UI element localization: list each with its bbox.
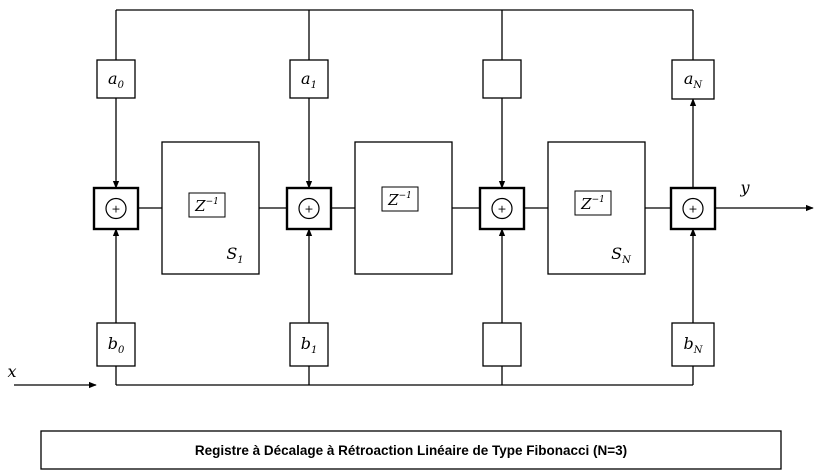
register-1: Z−1 S1 <box>161 141 260 275</box>
delay-exponent: −1 <box>592 195 605 205</box>
xor-circle-icon <box>491 197 513 220</box>
register-N: Z−1 SN <box>547 141 646 275</box>
svg-text:a0: a0 <box>108 69 125 91</box>
delay-base: Z <box>580 195 592 213</box>
xor-circle-icon <box>105 197 127 220</box>
svg-text:SN: SN <box>611 244 632 266</box>
adder-1-symbol: + <box>304 203 313 216</box>
wires <box>14 9 814 389</box>
adder-N: + <box>669 186 717 231</box>
coef-bN-sub: N <box>693 345 704 356</box>
delay-label-box <box>188 192 226 218</box>
coef-aN-base: a <box>684 69 694 88</box>
register-N-label-base: S <box>611 244 622 263</box>
svg-text:S1: S1 <box>226 244 243 266</box>
output-label: y <box>739 178 750 197</box>
coef-b0-sub: 0 <box>118 345 125 356</box>
input-label: x <box>7 362 16 381</box>
coef-b1-sub: 1 <box>311 345 317 356</box>
delay-base: Z <box>387 191 399 209</box>
coef-box-b2-empty <box>482 322 522 367</box>
register-N-label-sub: N <box>621 255 632 266</box>
coef-bN-base: b <box>684 334 694 353</box>
adder-2-symbol: + <box>497 203 506 216</box>
delay-exponent: −1 <box>399 191 412 201</box>
adder-N-symbol: + <box>688 203 697 216</box>
registers: Z−1 S1 Z−1 Z−1 SN <box>161 141 646 275</box>
svg-text:bN: bN <box>684 334 704 356</box>
adders: + + + + <box>92 186 717 231</box>
svg-text:Z−1: Z−1 <box>387 191 412 209</box>
feedforward-coefficients: b0 b1 bN <box>96 322 715 367</box>
coef-box-b1: b1 <box>289 322 329 367</box>
caption-box: Registre à Décalage à Rétroaction Linéai… <box>40 430 782 470</box>
adder-2: + <box>478 186 526 231</box>
adder-0: + <box>92 186 140 231</box>
delay-label-box <box>381 186 419 212</box>
register-1-label-base: S <box>226 244 237 263</box>
coef-a1-sub: 1 <box>311 80 317 91</box>
coef-b1-base: b <box>301 334 311 353</box>
register-2: Z−1 <box>354 141 453 275</box>
coef-b0-base: b <box>108 334 118 353</box>
coef-a0-base: a <box>108 69 118 88</box>
coef-box-b0: b0 <box>96 322 136 367</box>
coef-box-a0: a0 <box>96 59 136 99</box>
coef-box-a2-empty <box>482 59 522 99</box>
delay-exponent: −1 <box>206 197 219 207</box>
coef-box-aN: aN <box>671 59 715 100</box>
register-1-label-sub: 1 <box>237 255 243 266</box>
coef-box-bN: bN <box>671 322 715 367</box>
coef-a0-sub: 0 <box>118 80 125 91</box>
caption-text: Registre à Décalage à Rétroaction Linéai… <box>195 443 627 458</box>
delay-label-box <box>574 190 612 216</box>
svg-text:b1: b1 <box>301 334 318 356</box>
svg-text:b0: b0 <box>108 334 125 356</box>
svg-text:Z−1: Z−1 <box>194 197 219 215</box>
delay-base: Z <box>194 197 206 215</box>
xor-circle-icon <box>298 197 320 220</box>
svg-text:Z−1: Z−1 <box>580 195 605 213</box>
xor-circle-icon <box>682 197 704 220</box>
coef-box-a1: a1 <box>289 59 329 99</box>
coef-aN-sub: N <box>692 80 703 91</box>
coef-a1-base: a <box>301 69 311 88</box>
adder-1: + <box>285 186 333 231</box>
svg-text:a1: a1 <box>301 69 317 91</box>
adder-0-symbol: + <box>111 203 120 216</box>
feedback-coefficients: a0 a1 aN <box>96 59 715 100</box>
svg-text:aN: aN <box>684 69 704 91</box>
